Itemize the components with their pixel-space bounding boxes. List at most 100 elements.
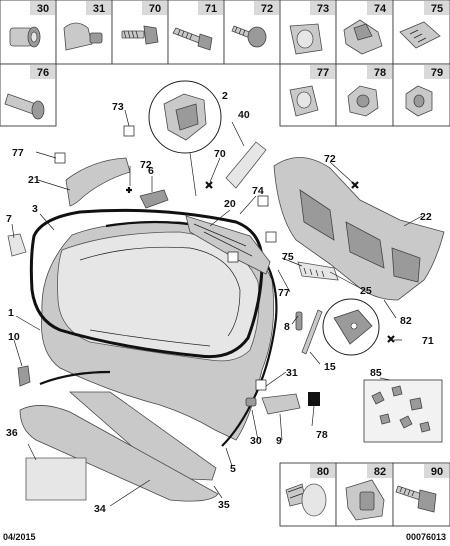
push-clip-80-icon bbox=[285, 483, 327, 517]
callout-8: 8 bbox=[284, 321, 290, 333]
callout-72-left: 72 bbox=[140, 159, 152, 171]
strut-8 bbox=[295, 311, 303, 331]
part-number-90: 90 bbox=[431, 466, 443, 478]
part-number-76: 76 bbox=[37, 67, 49, 79]
bracket-7 bbox=[7, 233, 27, 257]
rivet-76-icon bbox=[4, 93, 45, 120]
callout-75: 75 bbox=[282, 251, 294, 263]
part-cell-74: 74 bbox=[335, 0, 394, 65]
callout-5: 5 bbox=[230, 463, 236, 475]
footer-reference: 00076013 bbox=[406, 532, 446, 542]
part-number-77: 77 bbox=[317, 67, 329, 79]
callout-2: 2 bbox=[222, 90, 228, 102]
part-number-71: 71 bbox=[205, 3, 217, 15]
gas-strut-15 bbox=[301, 309, 323, 355]
part-cell-30: 30 bbox=[0, 0, 57, 65]
trim-40 bbox=[225, 141, 267, 189]
bolt-90-icon bbox=[395, 485, 437, 513]
callout-73: 73 bbox=[112, 101, 124, 113]
callout-labels: 2 73 77 72 21 6 70 40 7 3 20 74 72 22 75… bbox=[6, 90, 434, 515]
clip-77-icon bbox=[289, 85, 319, 117]
part-cell-90: 90 bbox=[392, 462, 450, 527]
lower-panel-34 bbox=[19, 405, 219, 502]
hook-10 bbox=[17, 365, 31, 387]
part-cell-73: 73 bbox=[279, 0, 337, 65]
callout-20: 20 bbox=[224, 198, 236, 210]
part-number-31: 31 bbox=[93, 3, 105, 15]
footer-date: 04/2015 bbox=[3, 532, 36, 542]
tailgate-seal-5 bbox=[105, 220, 278, 447]
pad-78 bbox=[308, 392, 320, 406]
second-parts-row: 76 77 78 79 bbox=[0, 63, 450, 127]
callout-1: 1 bbox=[8, 307, 14, 319]
part-cell-70: 70 bbox=[111, 0, 169, 65]
callout-34: 34 bbox=[94, 503, 106, 515]
lock-9 bbox=[261, 393, 301, 415]
callout-3: 3 bbox=[32, 203, 38, 215]
bracket-6 bbox=[139, 189, 169, 209]
callout-35: 35 bbox=[218, 499, 230, 511]
callout-36: 36 bbox=[6, 427, 18, 439]
callout-82: 82 bbox=[400, 315, 412, 327]
bolt-70-icon bbox=[121, 25, 159, 45]
hinge-20 bbox=[185, 215, 271, 275]
part-cell-75: 75 bbox=[392, 0, 450, 65]
part-cell-72: 72 bbox=[223, 0, 281, 65]
part-cell-31: 31 bbox=[55, 0, 113, 65]
part-cell-77: 77 bbox=[279, 63, 337, 127]
clip-73-icon bbox=[289, 23, 323, 55]
callout-72-right: 72 bbox=[324, 153, 336, 165]
callout-9: 9 bbox=[276, 435, 282, 447]
nut-78-icon bbox=[347, 85, 379, 117]
cap-nut-31-icon bbox=[63, 22, 103, 51]
callout-40: 40 bbox=[238, 109, 250, 121]
bottom-parts-row: 80 82 90 bbox=[279, 462, 450, 527]
clip-74-icon bbox=[343, 19, 383, 55]
callout-25: 25 bbox=[360, 285, 372, 297]
part-cell-71: 71 bbox=[167, 0, 225, 65]
part-cell-79: 79 bbox=[392, 63, 450, 127]
part-cell-82: 82 bbox=[335, 462, 394, 527]
part-cell-76: 76 bbox=[0, 63, 57, 127]
callout-31: 31 bbox=[286, 367, 298, 379]
part-number-75: 75 bbox=[431, 3, 443, 15]
part-number-80: 80 bbox=[317, 466, 329, 478]
part-number-82: 82 bbox=[374, 466, 386, 478]
callout-70: 70 bbox=[214, 148, 226, 160]
callout-78: 78 bbox=[316, 429, 328, 441]
part-number-74: 74 bbox=[374, 3, 387, 15]
latch-30 bbox=[245, 397, 257, 407]
bolt-71-icon bbox=[172, 27, 213, 51]
clip-75-icon bbox=[399, 21, 441, 49]
callout-30: 30 bbox=[250, 435, 262, 447]
plate-36 bbox=[25, 457, 87, 501]
callout-15: 15 bbox=[324, 361, 336, 373]
part-number-79: 79 bbox=[431, 67, 443, 79]
part-number-78: 78 bbox=[374, 67, 386, 79]
spoiler-21 bbox=[65, 157, 131, 207]
part-number-73: 73 bbox=[317, 3, 329, 15]
callout-74: 74 bbox=[252, 185, 264, 197]
callout-21: 21 bbox=[28, 174, 40, 186]
part-number-30: 30 bbox=[37, 3, 49, 15]
tailgate-assembly bbox=[7, 80, 445, 507]
window-seal-3 bbox=[29, 208, 264, 359]
rivet-nut-30-icon bbox=[9, 26, 41, 48]
fastener-82-icon bbox=[345, 479, 385, 521]
callout-7: 7 bbox=[6, 213, 12, 225]
part-number-70: 70 bbox=[149, 3, 161, 15]
screw-72-icon bbox=[231, 25, 267, 48]
callout-10: 10 bbox=[8, 331, 20, 343]
callout-6: 6 bbox=[148, 165, 154, 177]
clip-bag-85 bbox=[363, 379, 443, 443]
top-parts-row: 30 31 70 bbox=[0, 0, 450, 65]
callout-77-mid: 77 bbox=[278, 287, 290, 299]
part-cell-78: 78 bbox=[335, 63, 394, 127]
part-cell-80: 80 bbox=[279, 462, 337, 527]
nut-79-icon bbox=[405, 85, 433, 117]
part-number-72: 72 bbox=[261, 3, 273, 15]
light-75 bbox=[297, 261, 339, 281]
callout-77-top: 77 bbox=[12, 147, 24, 159]
callout-22: 22 bbox=[420, 211, 432, 223]
